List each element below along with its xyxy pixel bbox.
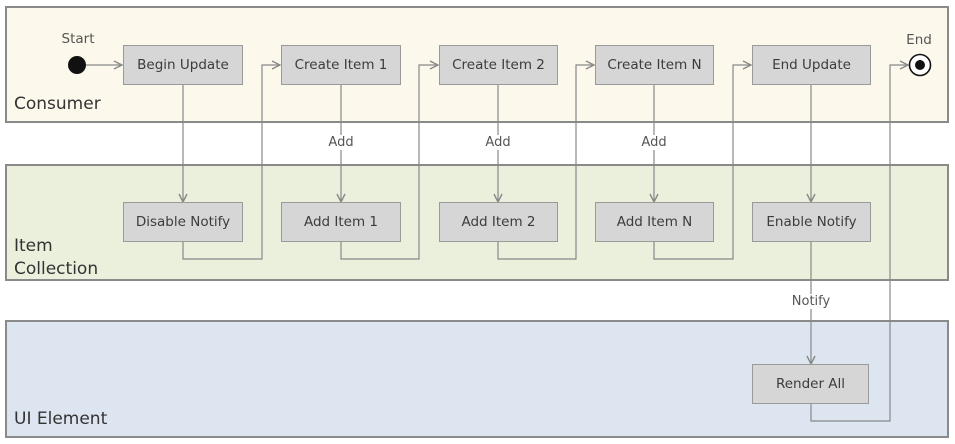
add-item-2-node: Add Item 2 xyxy=(439,202,558,242)
edge-addn-to-endupdate xyxy=(653,65,751,260)
create-item-1-node: Create Item 1 xyxy=(281,45,401,85)
add-edge-label-2: Add xyxy=(483,135,513,150)
disable-notify-node: Disable Notify xyxy=(123,202,243,242)
begin-update-node: Begin Update xyxy=(123,45,243,85)
item-collection-lane-label-line1: Item xyxy=(14,236,53,256)
render-all-node: Render All xyxy=(752,364,869,404)
add-item-1-node: Add Item 1 xyxy=(281,202,401,242)
item-collection-lane-label-line2: Collection xyxy=(14,259,99,279)
add-item-n-node: Add Item N xyxy=(595,202,714,242)
enable-notify-node: Enable Notify xyxy=(752,202,871,242)
add-edge-label-n: Add xyxy=(639,135,669,150)
edge-render-to-end xyxy=(810,65,908,422)
edge-add1-to-create2 xyxy=(340,65,438,260)
add-edge-label-1: Add xyxy=(326,135,356,150)
ui-element-lane-label: UI Element xyxy=(14,409,108,429)
start-label: Start xyxy=(61,31,95,47)
edge-disable-to-create1 xyxy=(182,65,280,260)
edge-add2-to-createn xyxy=(497,65,594,260)
start-node-icon xyxy=(68,56,86,74)
consumer-lane-label: Consumer xyxy=(14,94,101,114)
notify-edge-label: Notify xyxy=(789,294,833,309)
create-item-n-node: Create Item N xyxy=(595,45,714,85)
create-item-2-node: Create Item 2 xyxy=(439,45,558,85)
end-update-node: End Update xyxy=(752,45,871,85)
end-label: End xyxy=(906,32,932,48)
